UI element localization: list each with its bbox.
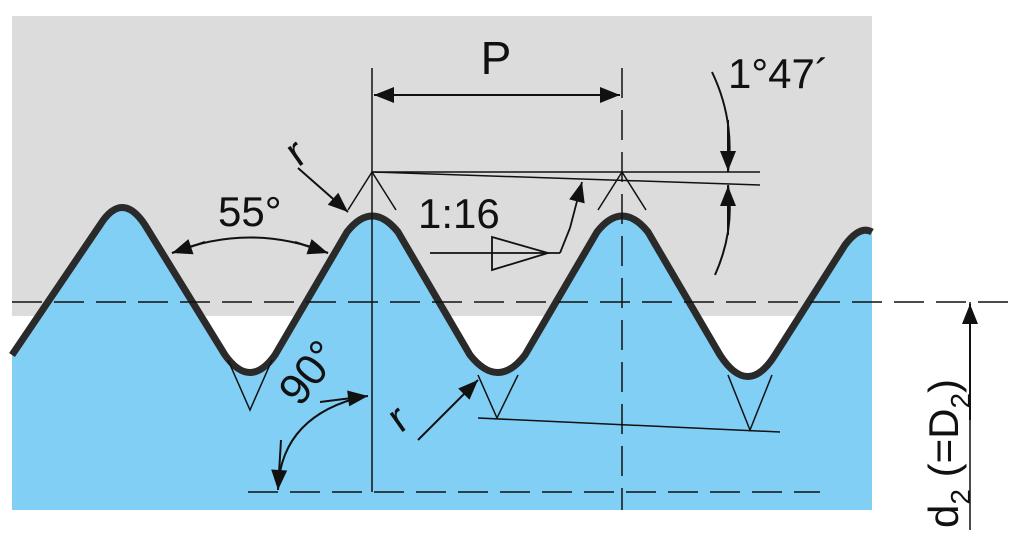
right-angle-arrow-bottom [271,439,288,491]
taper-angle-label: 1°47´ [728,50,829,97]
taper-ratio-label: 1:16 [418,190,500,237]
pitch-diameter-label: d2 (=D2) [920,379,976,528]
flank-angle-arrow-right [294,239,329,255]
reference-lines [12,68,1010,530]
flank-angle-arrow-left [171,239,206,255]
taper-bottom-sloped [477,417,781,433]
pitch-label: P [481,32,512,84]
right-angle-arrow-top [319,390,369,407]
thread-profile [9,204,874,380]
crest-radius-leader [297,167,349,213]
root-radius-leader [417,379,479,441]
flank-angle-label: 55° [218,188,282,235]
taper-symbol [430,181,585,272]
taper-top-sloped [371,171,761,186]
lower-region [12,207,872,510]
